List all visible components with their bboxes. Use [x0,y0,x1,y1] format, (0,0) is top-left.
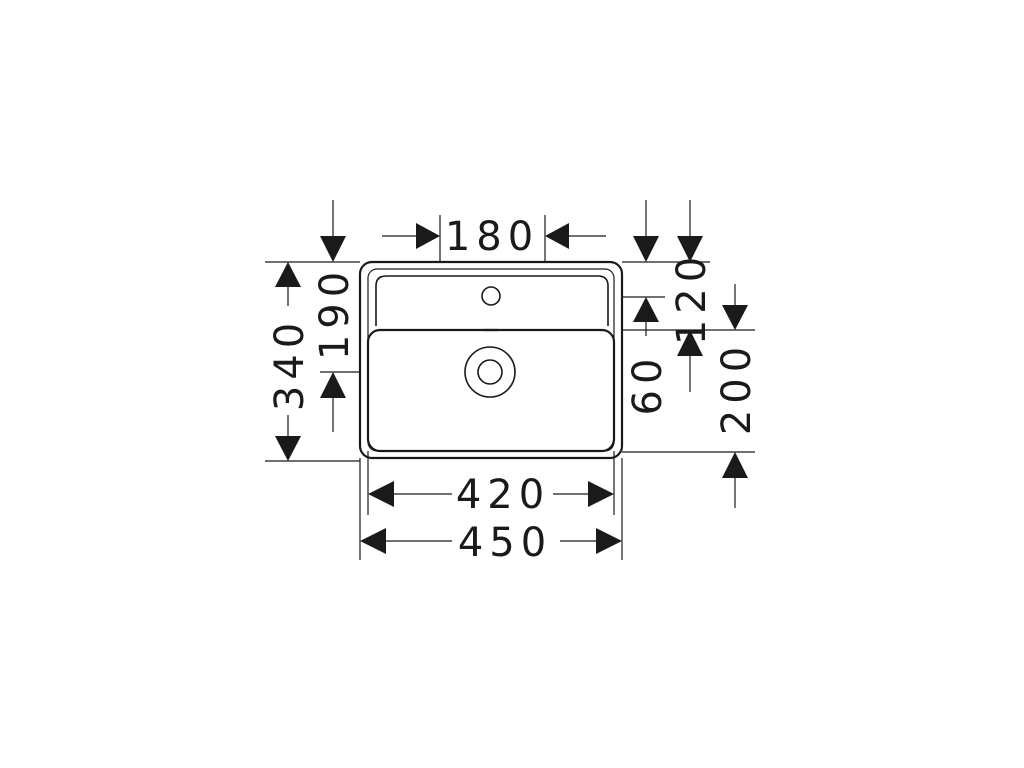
dim-180: 180 [382,214,606,260]
dim-120: 120 [669,200,715,392]
basin-bowl [366,328,616,453]
dim-190: 190 [312,200,358,432]
dim-label-180: 180 [445,214,539,260]
dim-label-450: 450 [458,520,552,566]
dim-label-190: 190 [312,266,358,360]
basin-outline [358,260,624,460]
dim-340: 340 [267,262,313,461]
dim-420: 420 [368,472,614,518]
dim-label-200: 200 [714,341,760,435]
dim-60: 60 [625,200,671,415]
extension-lines [265,215,755,560]
basin-outer-rim [358,260,624,460]
dim-450: 450 [360,520,622,566]
drain-inner [477,359,503,385]
dim-label-120: 120 [669,251,715,345]
dim-label-60: 60 [625,353,671,416]
dim-label-340: 340 [267,317,313,411]
tap-deck [375,275,609,326]
dim-200: 200 [714,284,760,508]
drain-outer [464,346,516,398]
tap-hole [481,286,501,306]
dim-label-420: 420 [456,472,550,518]
